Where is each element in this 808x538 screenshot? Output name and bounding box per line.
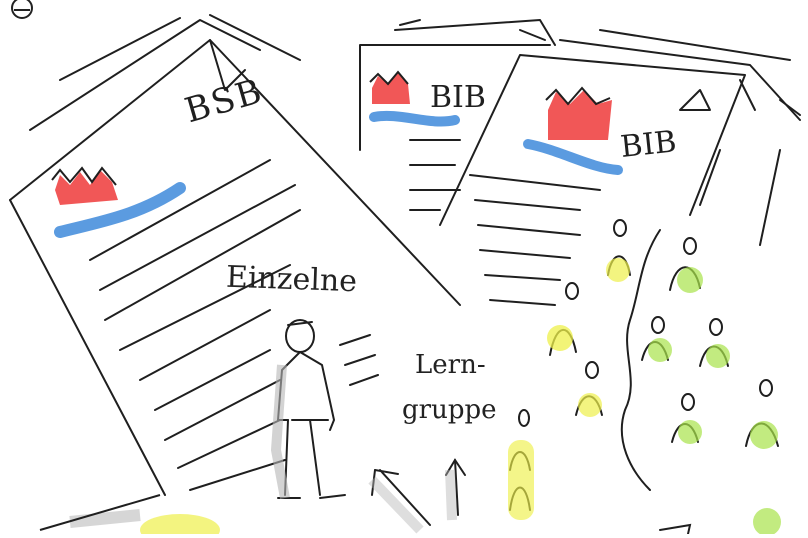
group-label-line2: gruppe	[402, 395, 497, 425]
bottom-marks	[40, 495, 220, 534]
group-icon	[508, 220, 781, 534]
right-logo	[528, 88, 618, 170]
right-logo-text: BIB	[619, 124, 678, 165]
group-label-line1: Lern-	[415, 350, 486, 380]
middle-logo-text: BIB	[430, 80, 486, 115]
left-logo-text: BSB	[181, 71, 268, 131]
arrow-shadow	[372, 470, 452, 530]
corner-scribble-icon	[12, 0, 32, 18]
person-shadow	[276, 365, 285, 498]
individual-label: Einzelne	[225, 260, 357, 300]
person-icon	[278, 320, 345, 498]
left-logo	[52, 168, 180, 232]
